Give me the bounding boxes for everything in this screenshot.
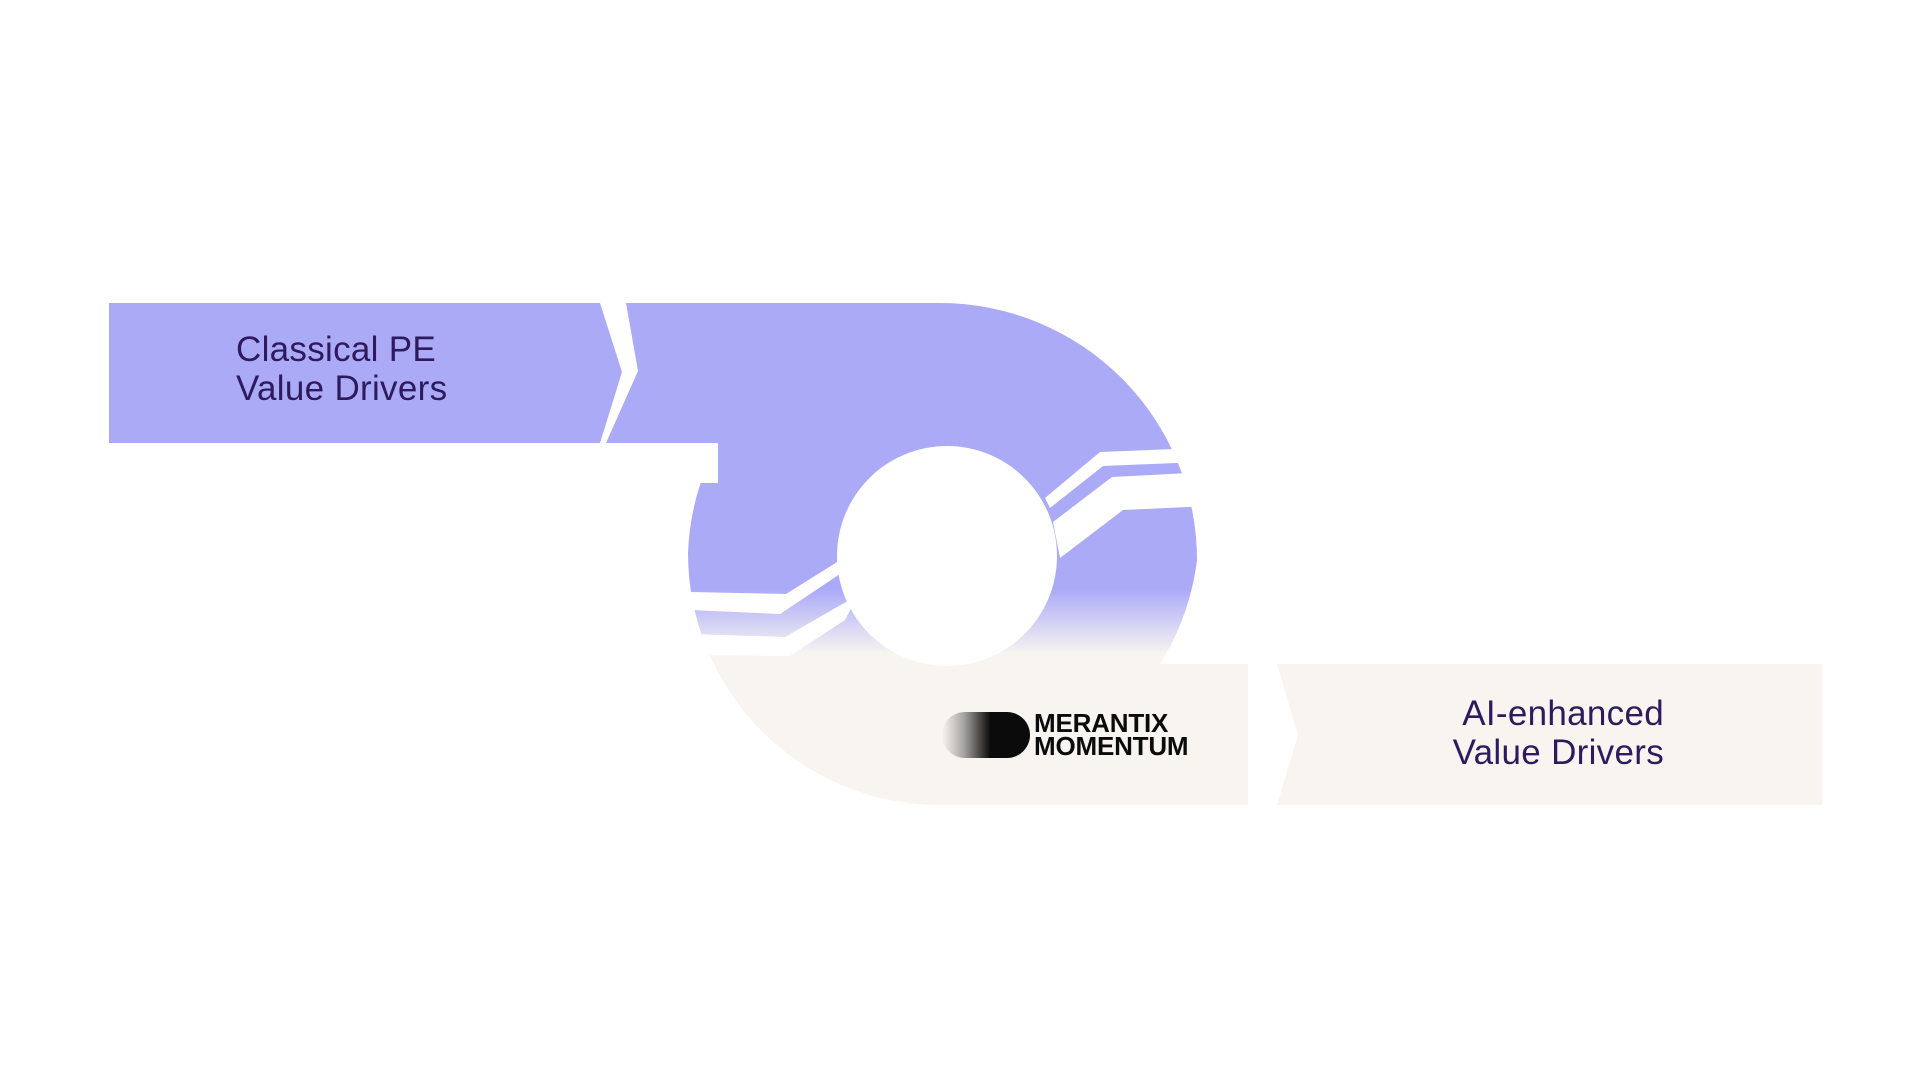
ai-enhanced-block <box>1277 664 1822 805</box>
logo-pill-icon <box>942 712 1030 758</box>
classical-label-line1: Classical PE <box>236 330 437 369</box>
logo-wordmark: MERANTIX MOMENTUM <box>1034 708 1189 761</box>
logo-word-line2: MOMENTUM <box>1034 731 1189 761</box>
transition-ring <box>606 303 1248 805</box>
logo-word-line1: MERANTIX <box>1034 708 1169 738</box>
ai-enhanced-label-line1: AI-enhanced <box>1462 694 1664 733</box>
classical-label: Classical PE Value Drivers <box>236 330 447 408</box>
ai-enhanced-label-line2: Value Drivers <box>1452 733 1664 772</box>
merantix-momentum-logo: MERANTIX MOMENTUM <box>942 708 1207 761</box>
classical-label-line2: Value Drivers <box>236 369 448 408</box>
classical-block <box>109 303 622 443</box>
ai-enhanced-label: AI-enhanced Value Drivers <box>1440 694 1664 772</box>
